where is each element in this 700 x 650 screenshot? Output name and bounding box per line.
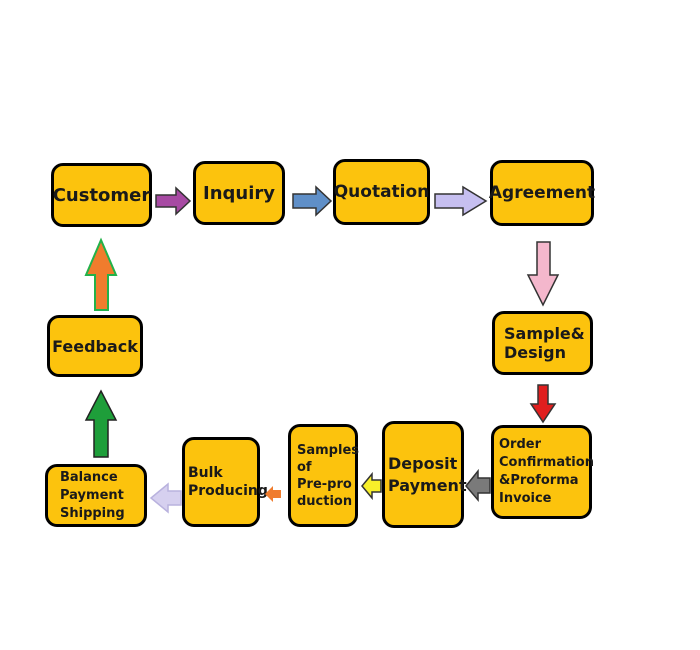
step-bulk-producing: Bulk Producing	[182, 437, 268, 527]
step-deposit-payment: Deposit Payment	[382, 421, 467, 528]
step-balance-payment: Balance Payment Shipping	[45, 464, 147, 527]
step-inquiry-label: Inquiry	[203, 182, 275, 204]
arrow-left-icon	[149, 482, 182, 514]
arrow-up-icon	[84, 237, 118, 311]
step-quotation: Quotation	[333, 159, 430, 225]
step-agreement-label: Agreement	[488, 183, 596, 203]
step-sample-design-label: Sample& Design	[504, 324, 585, 362]
step-samples-preproduction-label: Samples of Pre-pro duction	[297, 442, 359, 509]
arrow-right-icon	[292, 185, 333, 217]
arrow-up-icon	[84, 389, 118, 458]
step-sample-design: Sample& Design	[492, 311, 593, 375]
step-feedback: Feedback	[47, 315, 143, 377]
step-order-confirmation-label: Order Confirmation &Proforma Invoice	[499, 437, 594, 506]
arrow-left-icon	[465, 468, 491, 503]
arrow-left-icon	[265, 486, 281, 502]
step-customer: Customer	[51, 163, 152, 227]
step-inquiry: Inquiry	[193, 161, 285, 225]
step-order-confirmation: Order Confirmation &Proforma Invoice	[491, 425, 594, 519]
arrow-down-icon	[529, 384, 557, 424]
arrow-left-icon	[361, 471, 382, 501]
step-samples-preproduction: Samples of Pre-pro duction	[288, 424, 359, 527]
step-bulk-producing-label: Bulk Producing	[188, 465, 268, 499]
step-agreement: Agreement	[488, 160, 596, 226]
step-balance-payment-label: Balance Payment Shipping	[60, 469, 125, 521]
step-customer-label: Customer	[52, 184, 151, 206]
step-quotation-label: Quotation	[333, 182, 430, 202]
arrow-down-icon	[526, 241, 560, 307]
arrow-right-icon	[155, 186, 192, 216]
step-feedback-label: Feedback	[52, 336, 138, 356]
step-deposit-payment-label: Deposit Payment	[388, 453, 467, 495]
arrow-right-icon	[434, 185, 488, 217]
